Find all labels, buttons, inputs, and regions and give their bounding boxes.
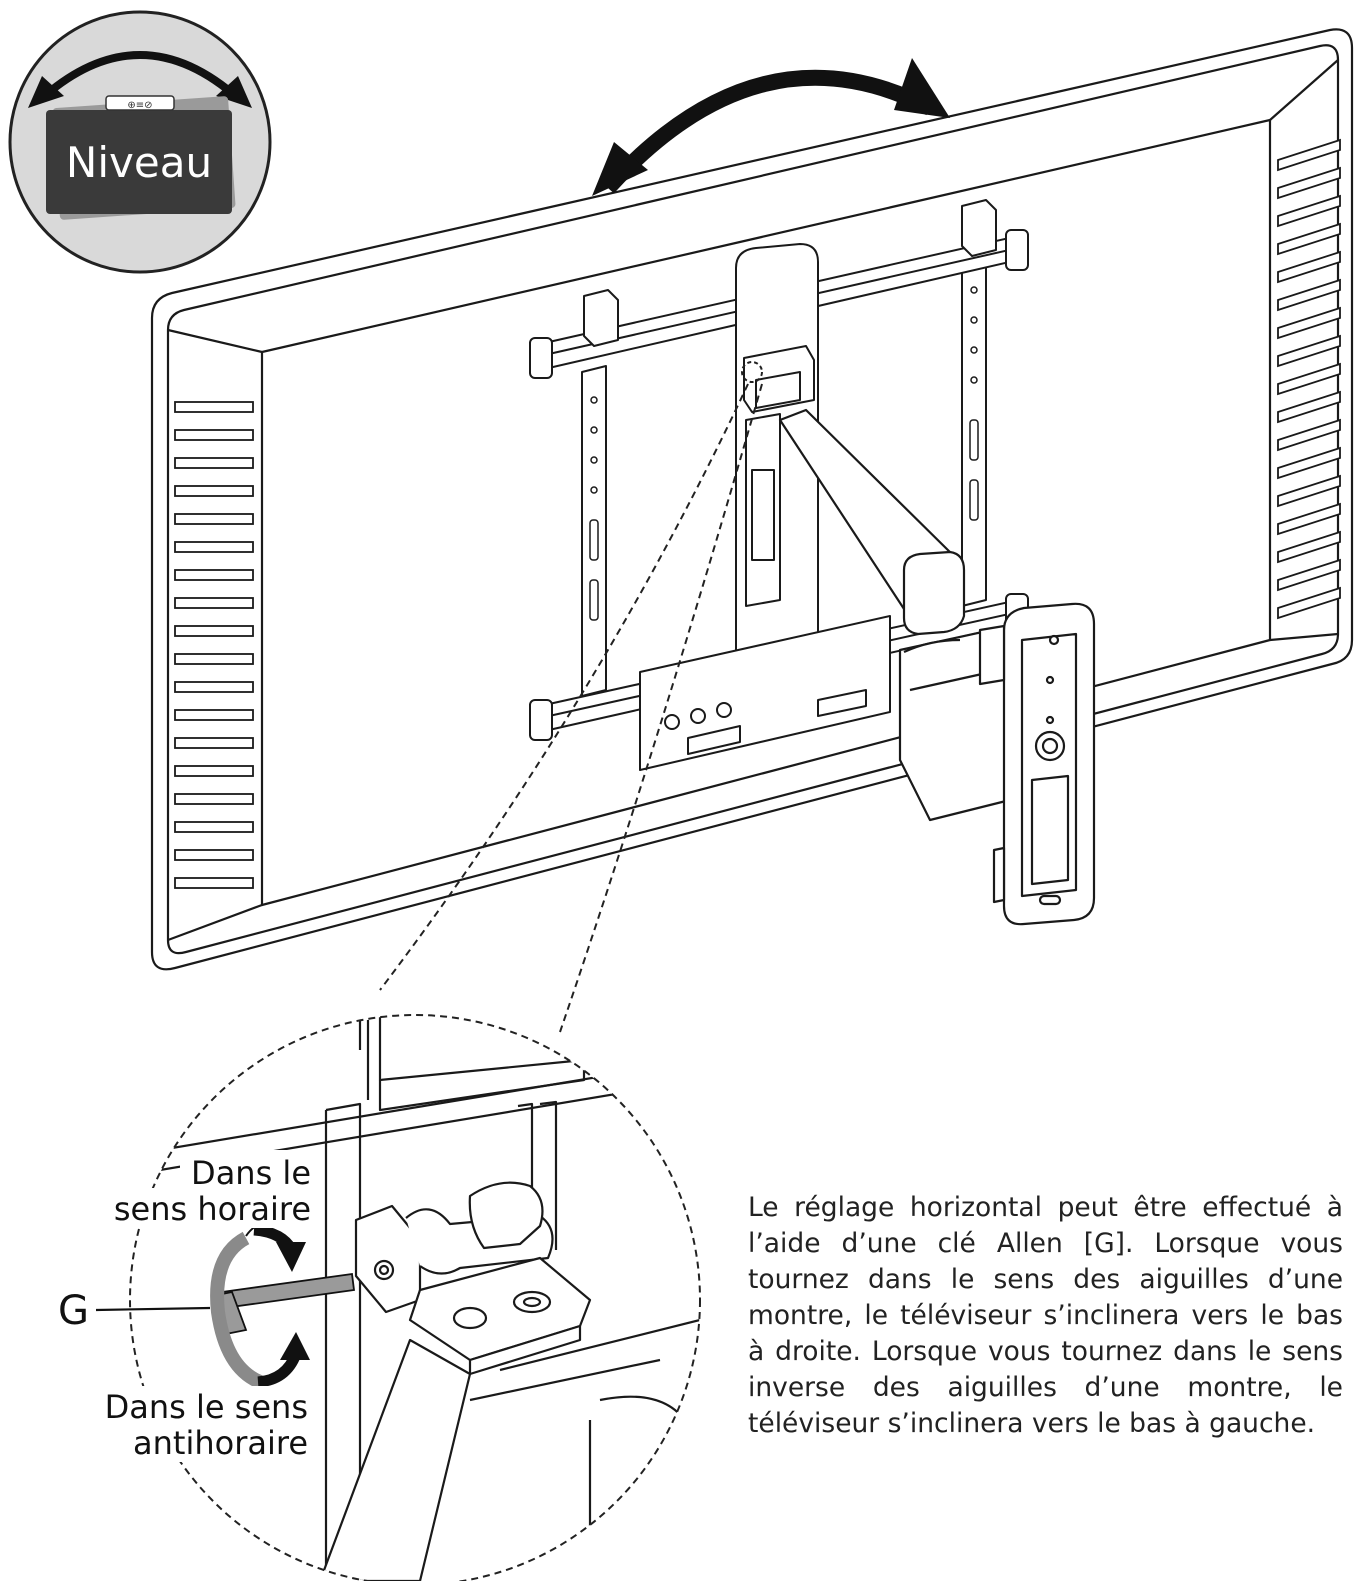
- tool-letter-label: G: [58, 1288, 89, 1334]
- tool-leader-line: [95, 1306, 211, 1312]
- zoom-detail-circle: [129, 1014, 701, 1581]
- rotation-arrowhead-left: [592, 142, 648, 196]
- adjustment-instructions: Le réglage horizontal peut être effectué…: [748, 1192, 1343, 1439]
- clockwise-label-line2: sens horaire: [114, 1190, 311, 1228]
- counterclockwise-label-line2: antihoraire: [133, 1424, 308, 1462]
- counterclockwise-arrow-icon: [257, 1332, 310, 1388]
- level-badge: ⊕≡⊘ Niveau: [8, 10, 272, 274]
- left-vent-slots: [174, 401, 254, 889]
- wall-mount-bracket: [529, 199, 1029, 771]
- clockwise-label-line1: Dans le: [191, 1154, 311, 1192]
- right-vent-slots: [1277, 138, 1341, 620]
- zoom-callout-lines: [379, 361, 763, 1033]
- clockwise-arrow-icon: [253, 1224, 306, 1272]
- articulating-arm: [778, 408, 1096, 926]
- rotation-arrowhead-right: [894, 58, 950, 118]
- level-bubble-glyph: ⊕≡⊘: [127, 100, 152, 111]
- rotation-double-arrow-icon: [602, 69, 934, 194]
- callout-labels: Dans le sens horaire Dans le sens antiho…: [58, 1150, 320, 1462]
- counterclockwise-label-line1: Dans le sens: [105, 1388, 308, 1426]
- level-word: Niveau: [66, 138, 212, 187]
